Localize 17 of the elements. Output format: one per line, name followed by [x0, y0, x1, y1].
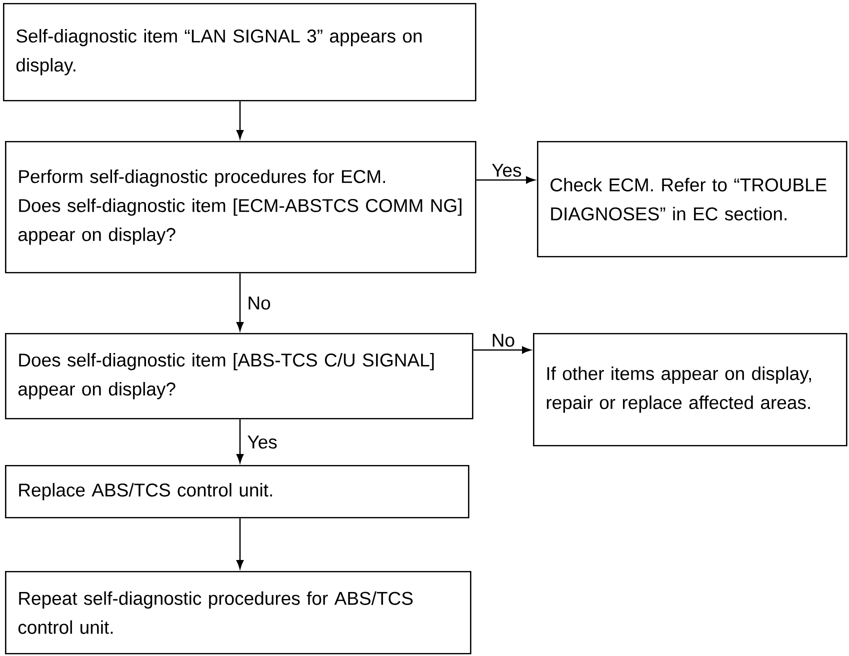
process-box: If other items appear on display, repair or replace affected areas.	[533, 333, 848, 446]
edge-label: No	[248, 296, 270, 310]
arrow	[236, 273, 244, 331]
process-box: Repeat self-diagnostic procedures for ABS/TCS control unit.	[5, 571, 472, 654]
process-box: Self-diagnostic item “LAN SIGNAL 3” appears on display.	[3, 3, 476, 102]
arrow	[236, 101, 244, 139]
process-box: Does self-diagnostic item [ABS-TCS C/U SIGNAL] appear on display?	[5, 333, 474, 420]
arrow	[236, 518, 244, 569]
process-box: Perform self-diagnostic procedures for ECM. Does self-diagnostic item [ECM-ABSTCS COMM NG] appear on display?	[5, 141, 476, 274]
edge-label: Yes	[492, 164, 522, 177]
arrow	[473, 346, 531, 354]
process-box: Replace ABS/TCS control unit.	[5, 465, 470, 518]
process-box: Check ECM. Refer to “TROUBLE DIAGNOSES” in EC section.	[537, 141, 848, 258]
arrow	[236, 419, 244, 463]
arrow	[476, 176, 535, 184]
edge-label: Yes	[248, 436, 277, 449]
edge-label: No	[492, 334, 514, 347]
